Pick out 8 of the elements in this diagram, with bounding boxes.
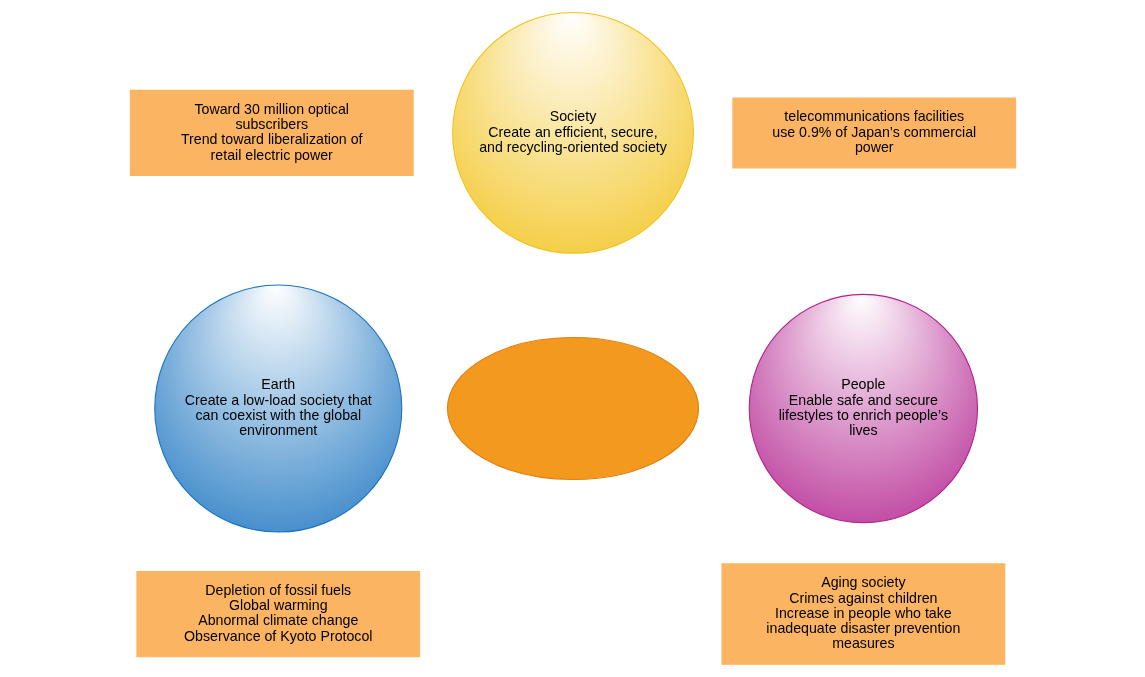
node-circle: People Enable safe and secure lifestyles to enrich people’s lives: [748, 293, 978, 524]
node-ellipse: [446, 337, 699, 481]
node-box: Aging society Crimes against children Increase in people who take inadequate disaster prevention measures: [720, 563, 1005, 665]
node-box: Toward 30 million optical subscribers Trend toward liberalization of retail electric power: [129, 89, 414, 177]
node-circle: Society Create an efficient, secure, and recycling-oriented society: [451, 11, 694, 254]
node-box: telecommunications facilities use 0.9% of Japan’s commercial power: [731, 97, 1016, 169]
node-box: Depletion of fossil fuels Global warming Abnormal climate change Observance of Kyoto Protocol: [135, 571, 420, 658]
node-circle: Earth Create a low-load society that can coexist with the global environment: [153, 284, 402, 533]
